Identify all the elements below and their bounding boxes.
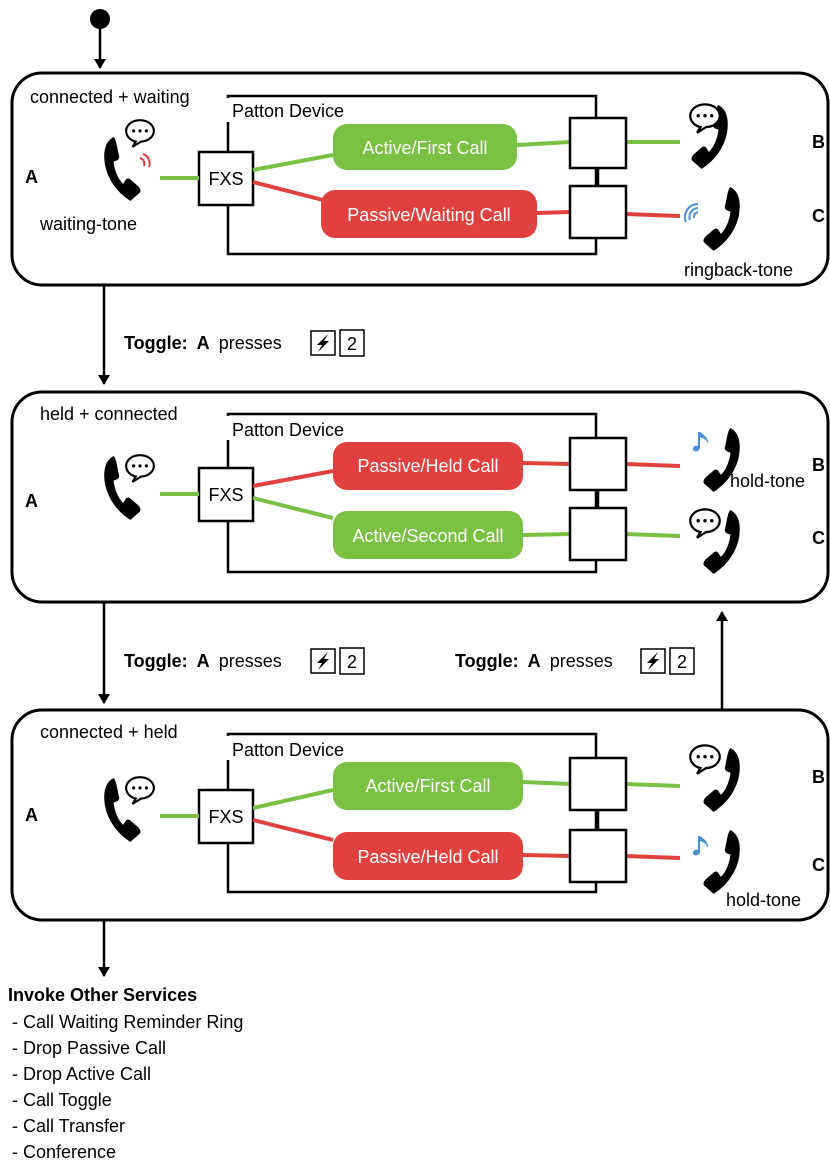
state-connected-held: connected + held Patton Device FXS Activ… [10,708,830,922]
svg-text:Toggle: A presses: Toggle: A presses [124,651,282,671]
state-connected-waiting: connected + waiting Patton Device FXS Ac… [10,71,830,287]
key-digit: 2 [347,652,357,672]
service-item: - Drop Active Call [12,1064,152,1084]
device-label: Patton Device [232,101,344,121]
svg-text:Active/First Call: Active/First Call [362,138,487,158]
service-item: - Call Transfer [12,1116,126,1136]
start-dot-icon [90,9,110,29]
flash-key-icon [310,330,336,356]
key-digit: 2 [677,652,687,672]
call-pill-lower [333,832,523,880]
ringing-waves-icon [684,203,699,223]
state-label: connected + held [40,722,178,742]
call-pill-upper [333,442,523,490]
service-item: - Drop Passive Call [12,1038,167,1058]
fxs-label: FXS [208,169,243,189]
transition-toggle-2: Toggle: A presses 2 [124,647,365,675]
party-a-label: A [25,805,38,825]
call-pill-lower [321,190,537,238]
party-c-label: C [812,528,825,548]
party-a-label: A [25,167,38,187]
svg-text:Active/First Call: Active/First Call [365,776,490,796]
c-tone-label: ringback-tone [684,260,793,280]
flash-key-icon [310,648,336,674]
transition-toggle-3: Toggle: A presses 2 [455,647,695,675]
svg-text:Toggle: A presses: Toggle: A presses [455,651,613,671]
svg-text:Passive/Held Call: Passive/Held Call [357,456,498,476]
fxs-label: FXS [208,807,243,827]
party-c-label: C [812,855,825,875]
party-c-label: C [812,206,825,226]
call-pill-upper [333,124,517,170]
party-b-label: B [812,132,825,152]
party-a-label: A [25,491,38,511]
svg-text:Toggle: A presses: Toggle: A presses [124,333,282,353]
party-b-label: B [812,455,825,475]
state-held-connected: held + connected Patton Device FXS Passi… [10,390,830,604]
device-label: Patton Device [232,740,344,760]
service-item: - Call Toggle [12,1090,112,1110]
svg-text:Active/Second Call: Active/Second Call [352,526,503,546]
other-services-list: Invoke Other Services - Call Waiting Rem… [8,984,508,1165]
flash-key-icon [640,648,666,674]
state-label: connected + waiting [30,87,190,107]
fxs-label: FXS [208,485,243,505]
key-digit: 2 [347,334,357,354]
service-item: - Call Waiting Reminder Ring [12,1012,244,1032]
ringing-waves-icon [139,153,151,168]
party-b-label: B [812,767,825,787]
c-tone-label: hold-tone [726,890,801,910]
svg-text:Passive/Held Call: Passive/Held Call [357,847,498,867]
state-label: held + connected [40,404,178,424]
services-title: Invoke Other Services [8,985,198,1005]
svg-text:Passive/Waiting Call: Passive/Waiting Call [347,205,510,225]
call-pill-upper [333,762,523,810]
service-item: - Conference [12,1142,117,1162]
device-label: Patton Device [232,420,344,440]
b-tone-label: hold-tone [730,471,805,491]
a-tone-label: waiting-tone [39,214,137,234]
call-pill-lower [333,511,523,559]
transition-toggle-1: Toggle: A presses 2 [124,329,365,357]
